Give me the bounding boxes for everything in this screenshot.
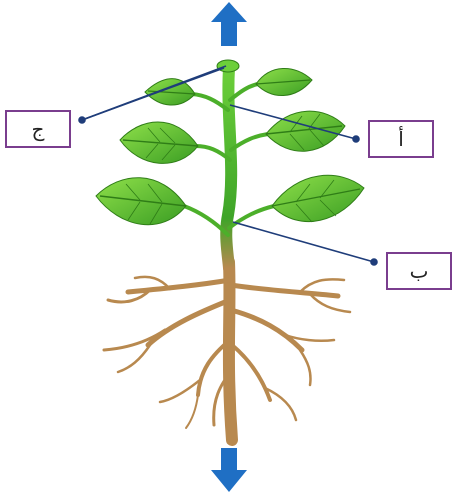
arrow-down-icon xyxy=(211,448,247,492)
label-beh: ب xyxy=(386,252,452,290)
leaf-middle-left xyxy=(120,122,198,163)
leaf-lower-left xyxy=(96,178,186,225)
plant-roots xyxy=(104,262,350,440)
leaf-top-left xyxy=(145,79,195,105)
leaf-lower-right xyxy=(272,175,364,222)
leaf-top-right xyxy=(256,68,312,95)
label-alef: أ xyxy=(368,120,434,158)
label-jeem: ج xyxy=(5,110,71,148)
arrow-up-icon xyxy=(211,2,247,46)
